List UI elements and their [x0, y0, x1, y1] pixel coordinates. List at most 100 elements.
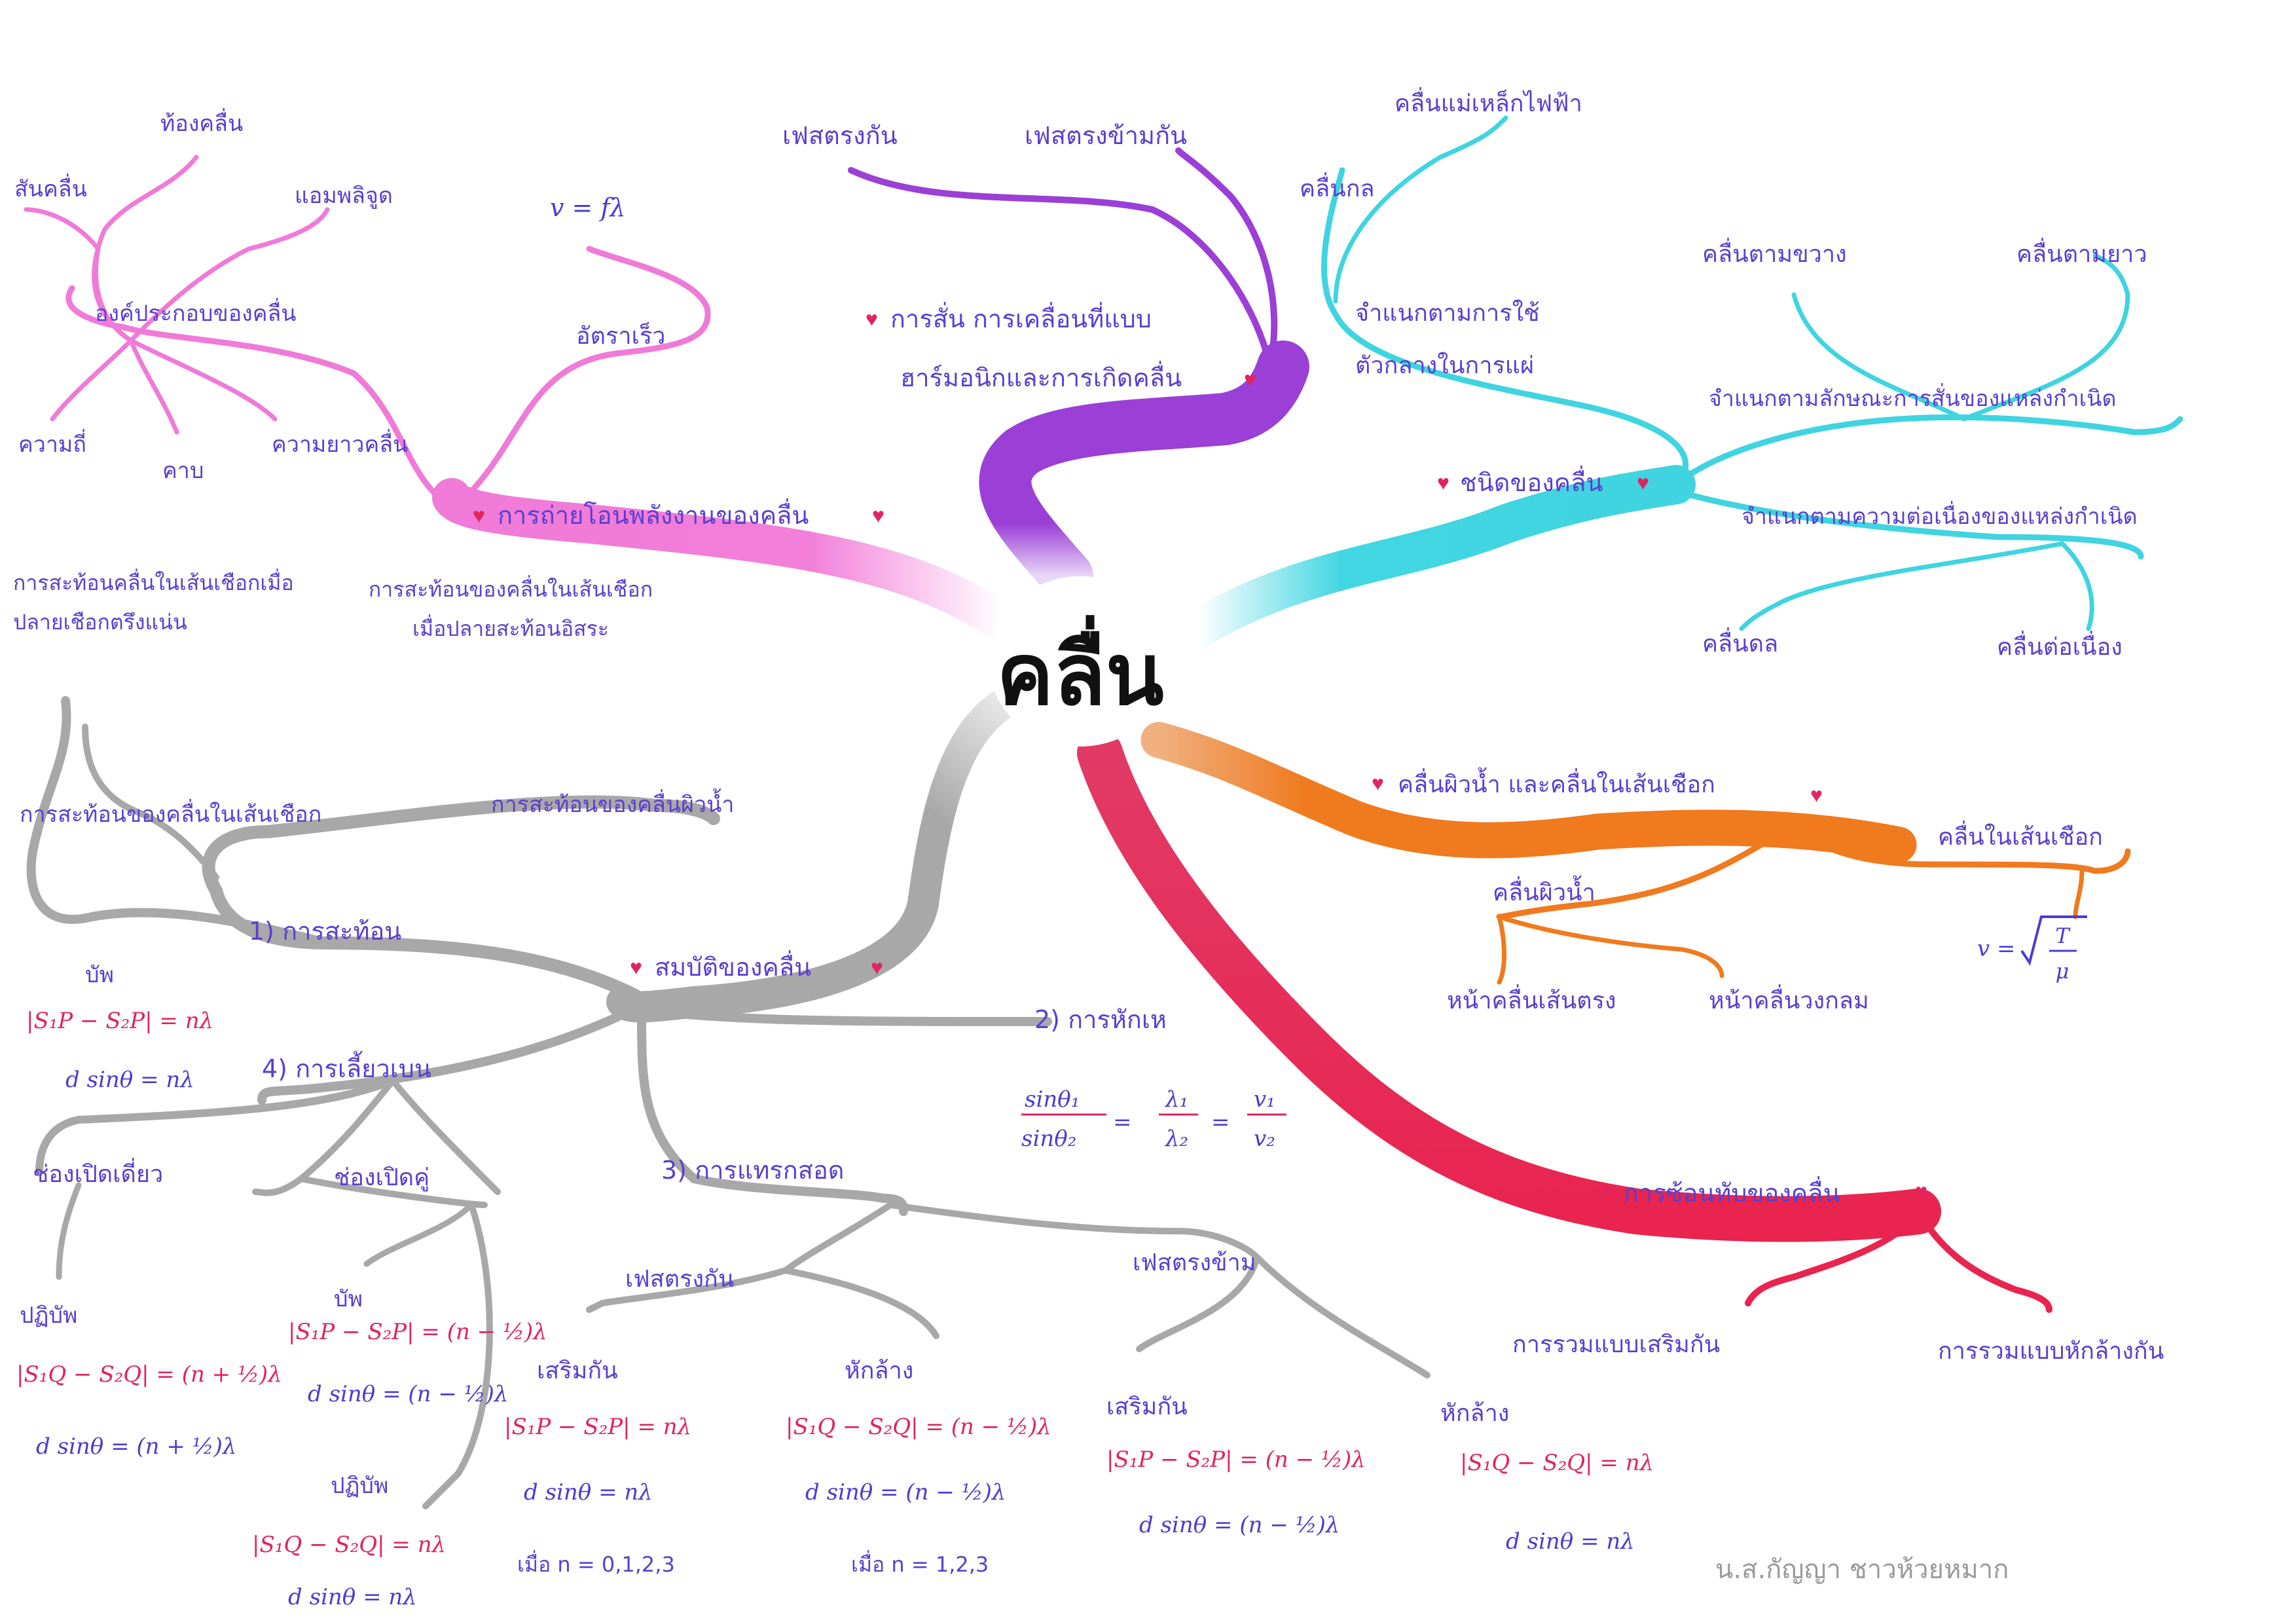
pink-main-label: การถ่ายโอนพลังงานของคลื่น	[498, 498, 809, 530]
refraction-lambda2: λ₂	[1164, 1126, 1188, 1152]
interference-con1-f3: เมื่อ n = 0,1,2,3	[517, 1550, 675, 1577]
cyan-item-longitudinal: คลื่นตามยาว	[2016, 238, 2147, 268]
interference-con2-f1: |S₁P − S₂P| = (n − ½)λ	[1106, 1447, 1366, 1473]
cyan-item-transverse: คลื่นตามขวาง	[1702, 238, 1847, 268]
interference-con1-f2: d sinθ = nλ	[524, 1479, 653, 1505]
pink-branch	[24, 155, 1021, 642]
red-labels: ♥ การซ้อนทับของคลื่น ♥ การรวมแบบเสริมกัน…	[1512, 1176, 2164, 1365]
purple-labels: เฟสตรงกัน เฟสตรงข้ามกัน ♥ การสั่น การเคล…	[782, 121, 1256, 392]
purple-item-antiphase: เฟสตรงข้ามกัน	[1025, 121, 1187, 150]
cyan-cat1-line2: ตัวกลางในการแผ่	[1355, 352, 1534, 379]
interference-label: 3) การแทรกสอด	[661, 1156, 845, 1185]
pink-item-trough: ท้องคลื่น	[160, 108, 243, 137]
heart-icon: ♥	[866, 307, 878, 331]
reflection-free-end-box: การสะท้อนของคลื่นในเส้นเชือกเมื่อปลายสะท…	[368, 577, 653, 641]
orange-item-linear-front: หน้าคลื่นเส้นตรง	[1447, 984, 1616, 1014]
orange-item-circular-front: หน้าคลื่นวงกลม	[1709, 984, 1869, 1014]
purple-branch	[848, 147, 1309, 602]
orange-branch	[1140, 722, 2131, 985]
reflection-free-end: การสะท้อนของคลื่นในเส้นเชือกเมื่อปลายสะท…	[368, 577, 653, 641]
orange-sub2-label: คลื่นในเส้นเชือก	[1938, 821, 2103, 851]
interference-des2-f1: |S₁Q − S₂Q| = nλ	[1460, 1450, 1654, 1476]
refraction-formula: sinθ₁ sinθ₂ = λ₁ λ₂ = v₁ v₂	[1021, 1086, 1286, 1152]
pink-item-period: คาบ	[162, 458, 204, 484]
heart-icon: ♥	[473, 504, 485, 527]
gray-labels: ♥ สมบัติของคลื่น ♥ 1) การสะท้อน การสะท้อ…	[13, 570, 1654, 1610]
refraction-v1: v₁	[1254, 1086, 1275, 1113]
heart-icon: ♥	[1637, 471, 1649, 494]
diffraction-antinode1-f1: |S₁Q − S₂Q| = (n + ½)λ	[16, 1361, 282, 1388]
cyan-branch	[1178, 115, 2183, 648]
orange-labels: ♥ คลื่นผิวน้ำ และคลื่นในเส้นเชือก ♥ คลื่…	[1372, 767, 2103, 1014]
reflection-water: การสะท้อนของคลื่นผิวน้ำ	[491, 788, 734, 818]
diffraction-node1-f1: |S₁P − S₂P| = nλ	[26, 1008, 213, 1034]
diffraction-node2-f2: d sinθ = (n − ½)λ	[308, 1381, 508, 1407]
pink-labels: ♥ การถ่ายโอนพลังงานของคลื่น ♥ องค์ประกอบ…	[14, 108, 884, 530]
reflection-label: 1) การสะท้อน	[249, 917, 401, 946]
diffraction-antinode2-f2: d sinθ = nλ	[288, 1584, 417, 1610]
interference-con1-label: เสริมกัน	[537, 1357, 618, 1384]
diffraction-node2: บัพ	[334, 1286, 363, 1312]
cyan-item-em: คลื่นแม่เหล็กไฟฟ้า	[1394, 87, 1582, 117]
red-main-label: การซ้อนทับของคลื่น	[1624, 1176, 1840, 1208]
heart-icon: ♥	[1915, 1179, 1927, 1203]
cyan-cat2-label: จำแนกตามลักษณะการสั่นของแหล่งกำเนิด	[1709, 383, 2117, 412]
purple-main-line2: ฮาร์มอนิกและการเกิดคลื่น	[900, 361, 1182, 392]
refraction-eq2: =	[1211, 1109, 1230, 1135]
cyan-cat1-line1: จำแนกตามการใช้	[1355, 299, 1540, 327]
cyan-item-pulse: คลื่นดล	[1702, 627, 1778, 657]
reflection-fixed-end: การสะท้อนคลื่นในเส้นเชือกเมื่อปลายเชือกต…	[13, 570, 294, 635]
orange-sub1-label: คลื่นผิวน้ำ	[1493, 875, 1595, 906]
interference-des1-f3: เมื่อ n = 1,2,3	[851, 1550, 989, 1577]
pink-formula: v = fλ	[550, 193, 626, 222]
refraction-v2: v₂	[1254, 1126, 1275, 1152]
interference-des1-f1: |S₁Q − S₂Q| = (n − ½)λ	[786, 1414, 1051, 1440]
cyan-item-mechanical: คลื่นกล	[1300, 172, 1375, 202]
pink-sub2-label: อัตราเร็ว	[576, 321, 665, 350]
diffraction-single: ช่องเปิดเดี่ยว	[33, 1158, 163, 1188]
heart-icon: ♥	[1372, 771, 1384, 795]
heart-icon: ♥	[1601, 1179, 1613, 1203]
refraction-label: 2) การหักเห	[1034, 1005, 1167, 1034]
interference-antiphase: เฟสตรงข้าม	[1133, 1249, 1256, 1276]
refraction-sin2: sinθ₂	[1021, 1126, 1076, 1152]
pink-item-frequency: ความถี่	[18, 429, 86, 458]
diffraction-antinode1-f2: d sinθ = (n + ½)λ	[36, 1433, 236, 1460]
author-signature: น.ส.กัญญา ชาวห้วยหมาก	[1715, 1555, 2009, 1585]
interference-des2-label: หักล้าง	[1440, 1400, 1509, 1427]
diffraction-label: 4) การเลี้ยวเบน	[262, 1050, 431, 1083]
cyan-main-label: ชนิดของคลื่น	[1460, 466, 1603, 497]
pink-item-amplitude: แอมพลิจูด	[295, 183, 393, 209]
heart-icon: ♥	[872, 504, 884, 527]
diffraction-antinode2-f1: |S₁Q − S₂Q| = nλ	[252, 1532, 446, 1558]
pink-item-crest: สันคลื่น	[14, 174, 87, 202]
interference-con2-f2: d sinθ = (n − ½)λ	[1139, 1512, 1339, 1538]
heart-icon: ♥	[871, 955, 883, 979]
gray-main-label: สมบัติของคลื่น	[655, 950, 811, 982]
center-title: คลื่น	[996, 615, 1164, 724]
interference-con2-label: เสริมกัน	[1106, 1393, 1188, 1420]
diffraction-node2-f1: |S₁P − S₂P| = (n − ½)λ	[288, 1319, 547, 1345]
heart-icon: ♥	[1244, 367, 1256, 391]
purple-main-line1: การสั่น การเคลื่อนที่แบบ	[890, 302, 1152, 333]
rope-formula-denominator: μ	[2056, 959, 2069, 984]
reflection-rope: การสะท้อนของคลื่นในเส้นเชือก	[20, 799, 321, 828]
refraction-sin1: sinθ₁	[1025, 1086, 1080, 1113]
gray-branch	[26, 678, 1430, 1509]
reflection-fixed-end-box: การสะท้อนคลื่นในเส้นเชือกเมื่อปลายเชือกต…	[13, 570, 294, 635]
diffraction-node1: บัพ	[85, 962, 114, 988]
diffraction-antinode1: ปฏิบัพ	[20, 1302, 77, 1329]
refraction-eq1: =	[1113, 1109, 1132, 1135]
red-item-constructive: การรวมแบบเสริมกัน	[1512, 1331, 1720, 1358]
heart-icon: ♥	[630, 955, 642, 979]
refraction-lambda1: λ₁	[1164, 1086, 1188, 1113]
cyan-item-continuous: คลื่นต่อเนื่อง	[1997, 631, 2123, 661]
cyan-cat3-label: จำแนกตามความต่อเนื่องของแหล่งกำเนิด	[1741, 501, 2138, 530]
diffraction-node1-f2: d sinθ = nλ	[65, 1067, 194, 1093]
interference-con1-f1: |S₁P − S₂P| = nλ	[504, 1414, 691, 1440]
heart-icon: ♥	[1810, 783, 1823, 807]
center-node: คลื่น	[989, 576, 1172, 747]
pink-item-wavelength: ความยาวคลื่น	[272, 429, 408, 458]
diffraction-double: ช่องเปิดคู่	[334, 1164, 429, 1192]
